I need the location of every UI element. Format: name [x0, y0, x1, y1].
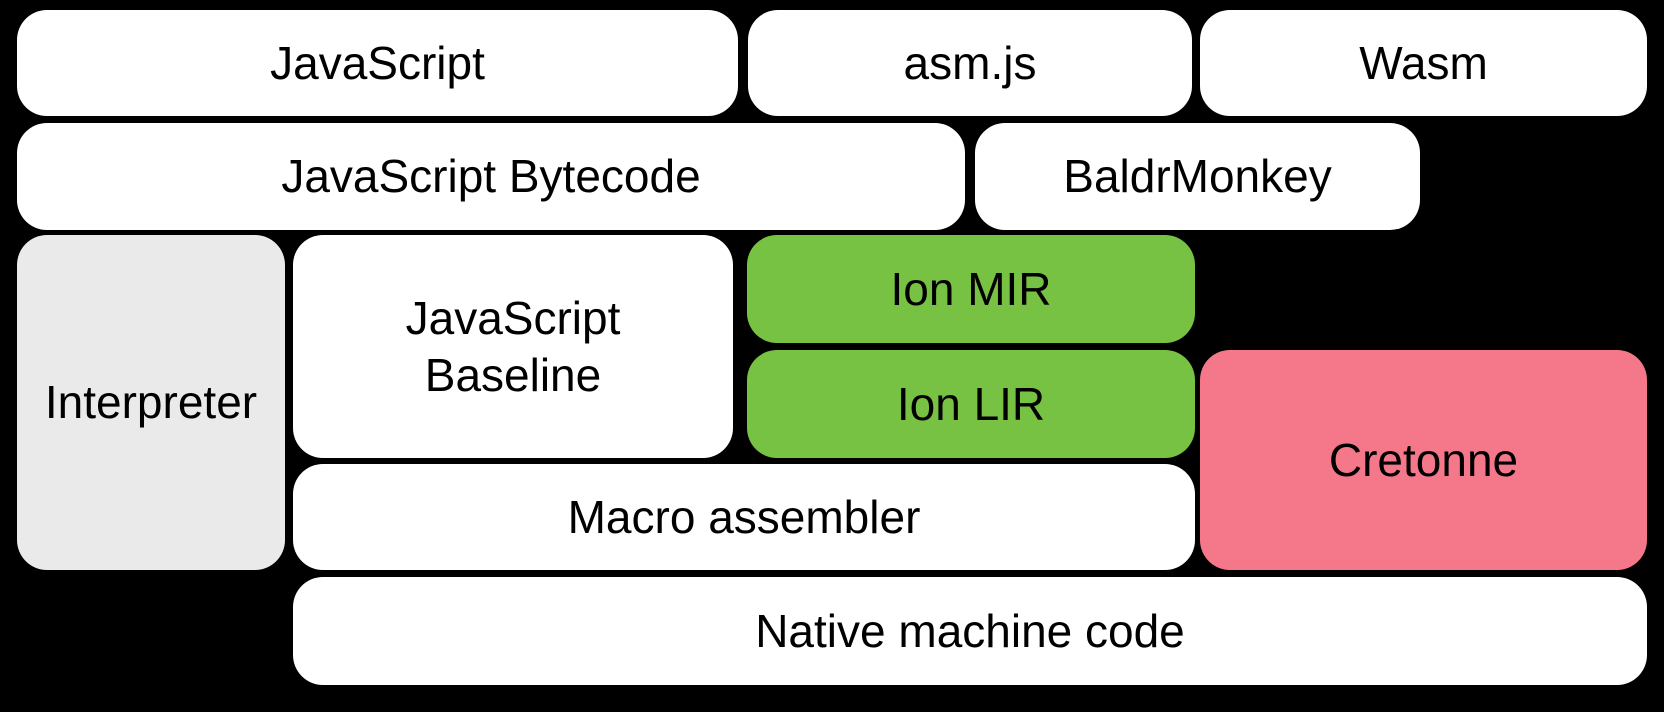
node-javascript-baseline: JavaScript Baseline — [293, 235, 733, 458]
node-interpreter: Interpreter — [17, 235, 285, 570]
node-javascript: JavaScript — [17, 10, 738, 116]
node-baldrmonkey: BaldrMonkey — [975, 123, 1420, 230]
node-native-machine-code: Native machine code — [293, 577, 1647, 685]
node-macro-assembler: Macro assembler — [293, 464, 1195, 570]
node-ion-mir: Ion MIR — [747, 235, 1195, 343]
node-wasm: Wasm — [1200, 10, 1647, 116]
node-asmjs: asm.js — [748, 10, 1192, 116]
node-cretonne: Cretonne — [1200, 350, 1647, 570]
node-javascript-bytecode: JavaScript Bytecode — [17, 123, 965, 230]
node-ion-lir: Ion LIR — [747, 350, 1195, 458]
